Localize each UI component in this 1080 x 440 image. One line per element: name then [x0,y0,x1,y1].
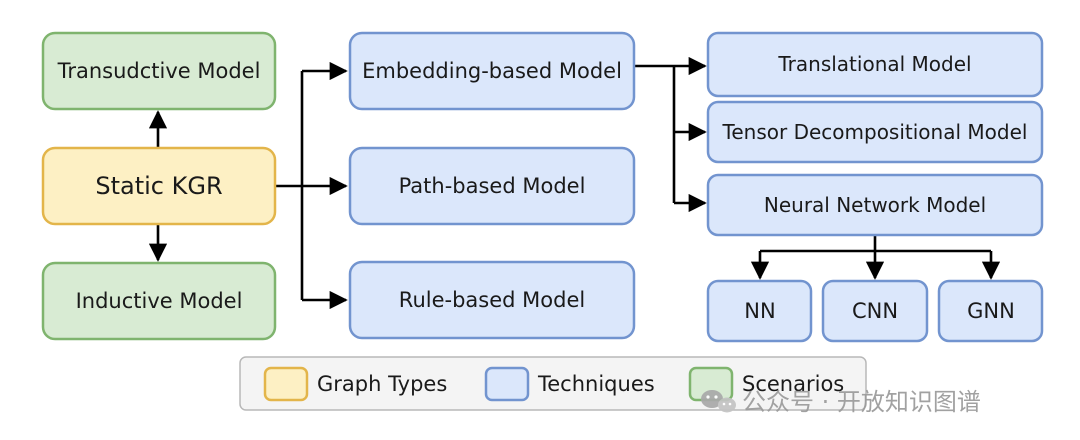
legend-label-techniques: Techniques [537,372,655,396]
legend-label-graph-types: Graph Types [317,372,447,396]
wechat-icon [701,390,736,413]
node-rule-based-model: Rule-based Model [348,260,636,340]
node-nn-label: NN [744,299,775,323]
node-static-kgr: Static KGR [41,146,277,226]
legend-swatch-graph-types [263,366,309,402]
node-path-label: Path-based Model [399,174,586,198]
node-nn: NN [706,279,813,343]
legend-item-scenarios: Scenarios [688,366,844,402]
edges [148,56,1001,310]
watermark: 公众号 · 开放知识图谱 [701,388,981,416]
node-neural-label: Neural Network Model [764,193,986,217]
nodes: Transudctive Model Inductive Model Stati… [41,31,1044,343]
node-gnn-label: GNN [967,299,1015,323]
legend-item-graph-types: Graph Types [263,366,447,402]
node-translational-label: Translational Model [777,52,971,76]
node-tensor-label: Tensor Decompositional Model [722,120,1028,144]
legend-item-techniques: Techniques [484,366,655,402]
watermark-text: 公众号 · 开放知识图谱 [742,388,981,416]
node-inductive-model: Inductive Model [41,261,277,341]
legend-swatch-techniques [484,366,530,402]
node-gnn: GNN [937,279,1044,343]
node-translational-model: Translational Model [706,31,1044,98]
node-path-based-model: Path-based Model [348,146,636,226]
node-neural-network-model: Neural Network Model [706,173,1044,237]
node-tensor-decompositional-model: Tensor Decompositional Model [706,100,1044,164]
node-inductive-label: Inductive Model [76,289,243,313]
legend-label-scenarios: Scenarios [742,372,844,396]
node-rule-label: Rule-based Model [399,288,585,312]
node-transductive-model: Transudctive Model [41,31,277,111]
node-transductive-label: Transudctive Model [57,59,261,83]
node-cnn: CNN [821,279,929,343]
node-cnn-label: CNN [852,299,898,323]
node-static-kgr-label: Static KGR [95,172,222,200]
node-embedding-based-model: Embedding-based Model [348,31,636,111]
node-embedding-label: Embedding-based Model [362,59,622,83]
